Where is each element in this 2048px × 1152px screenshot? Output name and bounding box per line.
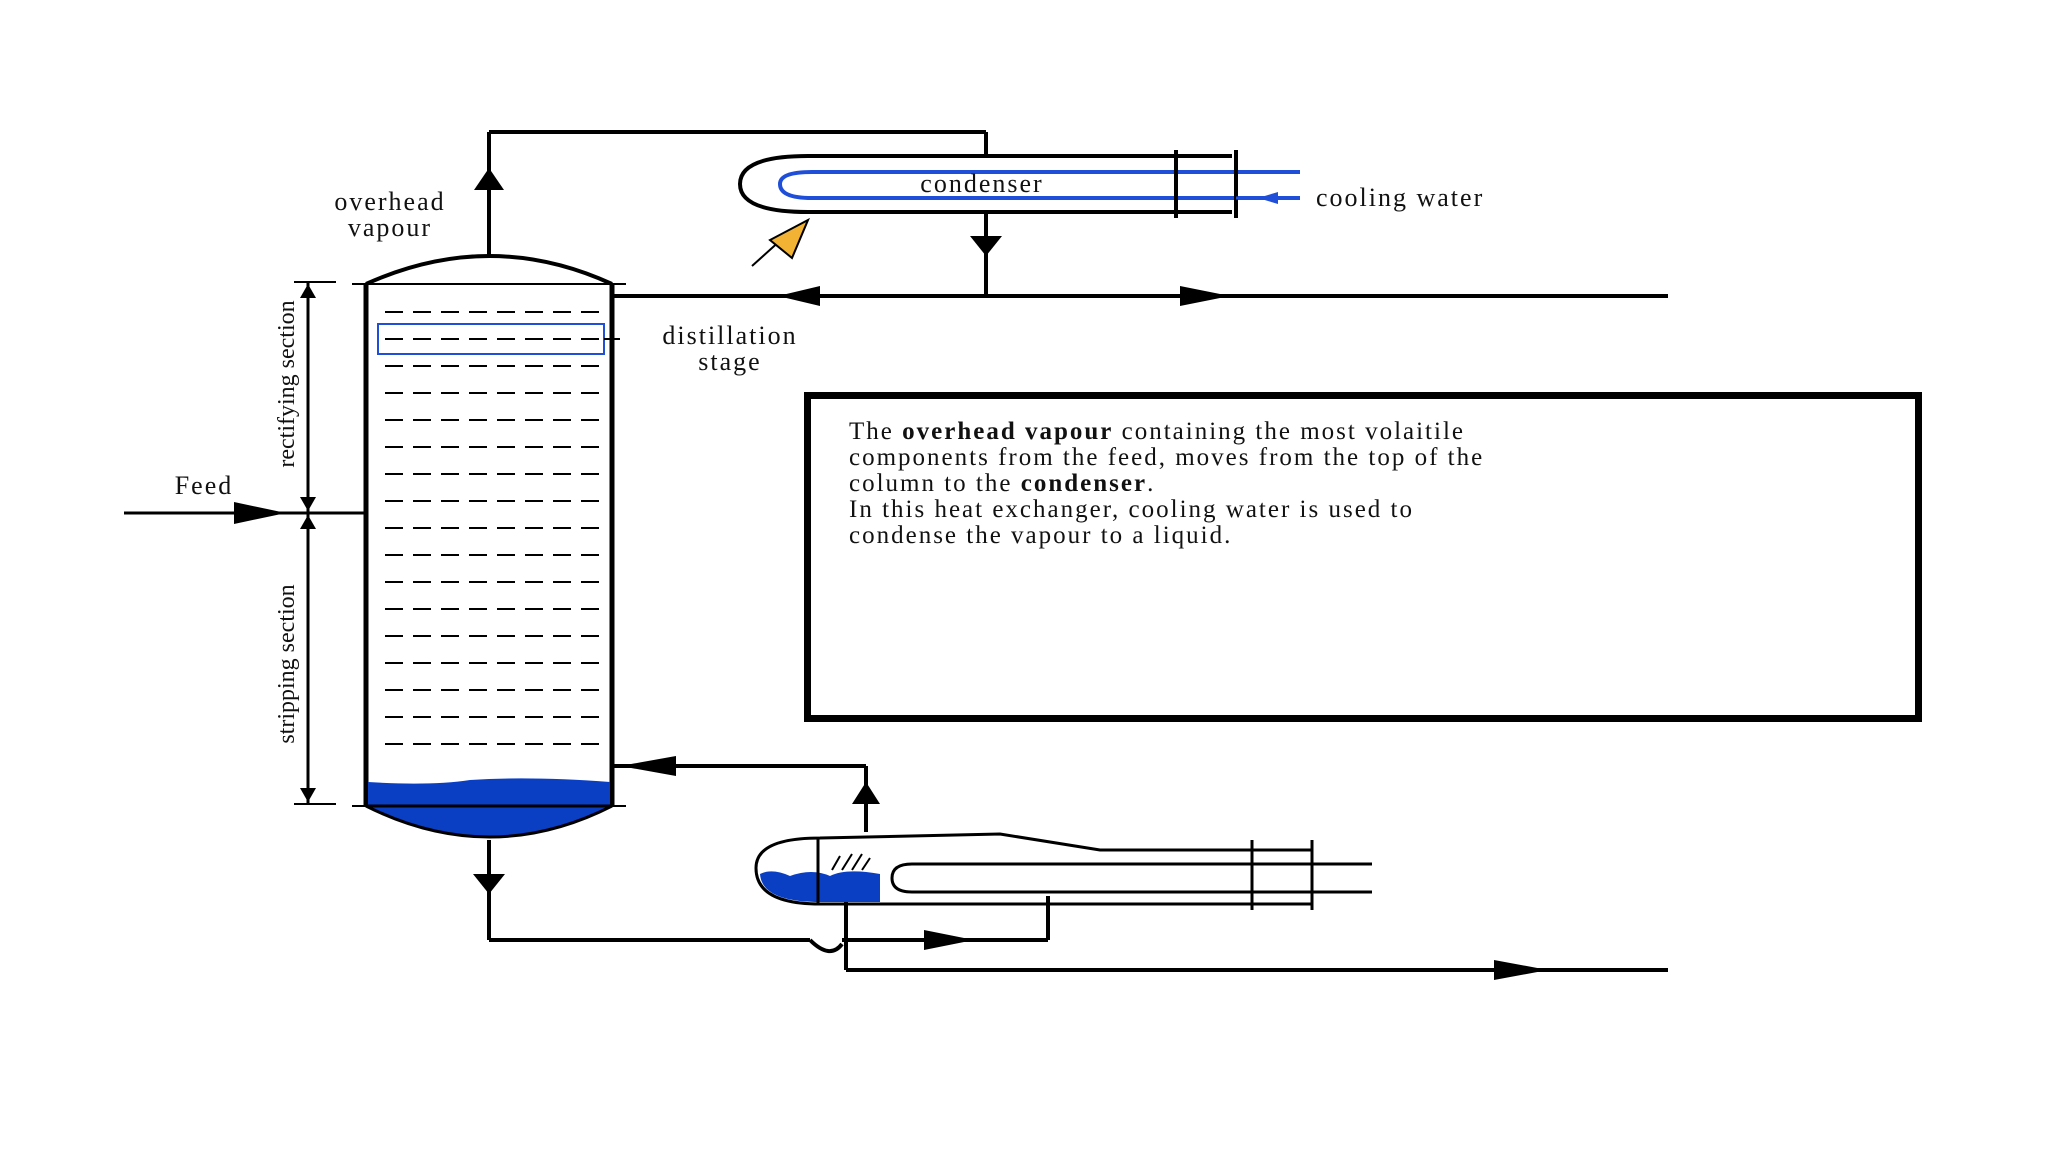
reflux-arrow-icon [778,286,820,306]
stripping-section-label: stripping section [274,584,300,743]
cooling-water-label: cooling water [1316,183,1484,212]
distillation-column [352,254,626,839]
vapour-return-arrow-icon [620,756,676,776]
info-box: The overhead vapour containing the most … [804,392,1922,722]
column-bottom-liquid [368,778,610,806]
rectifying-bottom-arrow-icon [300,497,316,511]
feed-arrow-icon [234,502,286,524]
pointer-arrow-icon [751,217,811,267]
info-line-3: column to the condenser. [849,470,1156,497]
distillation-stage-label-line2: stage [698,347,761,376]
bottoms-arrow-icon [473,874,505,894]
reboiler-liquid [760,871,880,902]
rectifying-section-label: rectifying section [274,300,300,467]
rectifying-top-arrow-icon [300,284,316,298]
stripping-top-arrow-icon [300,515,316,529]
column-bottom-head [365,804,613,839]
info-line-2: components from the feed, moves from the… [849,444,1485,471]
reboiler [754,832,1372,910]
condensate-arrow-icon [970,236,1002,256]
stripping-bottom-arrow-icon [300,788,316,802]
overhead-arrow-icon [474,168,504,190]
condenser-label: condenser [920,169,1043,198]
distillate-arrow-icon [1180,286,1230,306]
reboiler-vapour-arrow-icon [852,782,880,804]
section-dimension-lines [294,281,356,805]
condenser-tube [777,170,1300,200]
info-line-1: The overhead vapour containing the most … [849,418,1465,445]
reboiler-feed-arrow-icon [924,930,974,950]
bottoms-product-arrow-icon [1494,960,1548,980]
condenser [737,150,1300,218]
cooling-water-arrow-icon [1258,192,1278,204]
reboiler-vapour-line [612,764,868,832]
info-line-5: condense the vapour to a liquid. [849,522,1233,549]
feed-label: Feed [175,471,234,500]
overhead-vapour-line [487,130,988,256]
info-line-4: In this heat exchanger, cooling water is… [849,496,1414,523]
distillate-line [612,212,1668,298]
overhead-vapour-label-line1: overhead [334,187,445,216]
column-trays [385,311,608,745]
distillation-stage-label-line1: distillation [662,321,797,350]
overhead-vapour-label-line2: vapour [348,213,432,242]
